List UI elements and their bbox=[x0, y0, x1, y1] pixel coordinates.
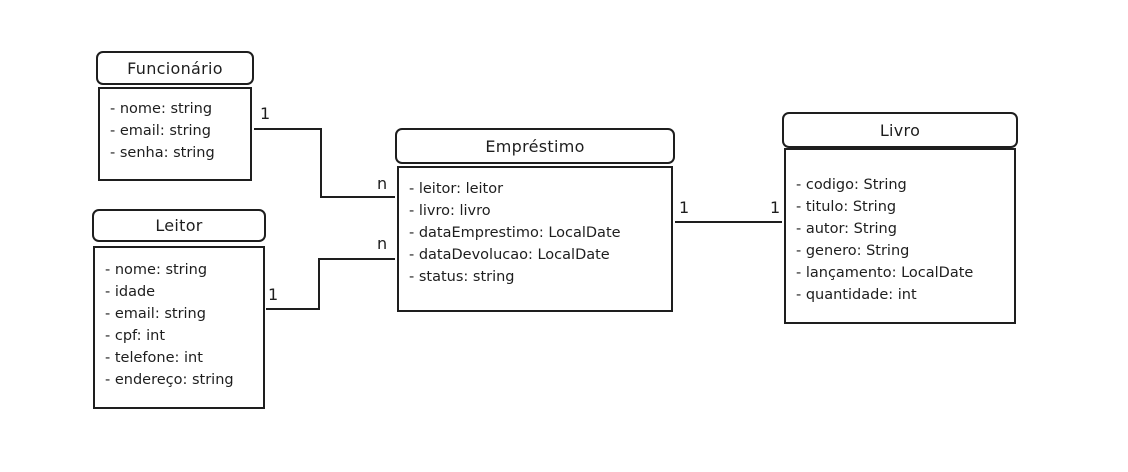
attribute: - dataEmprestimo: LocalDate bbox=[409, 225, 621, 241]
attribute: - codigo: String bbox=[796, 177, 907, 193]
multiplicity-emprestimo-livro: 1 bbox=[679, 198, 690, 217]
multiplicity-funcionario: 1 bbox=[260, 104, 271, 123]
attribute: - email: string bbox=[105, 306, 206, 322]
multiplicity-livro: 1 bbox=[770, 198, 781, 217]
class-emprestimo-header: Empréstimo bbox=[395, 128, 675, 164]
attribute: - endereço: string bbox=[105, 372, 234, 388]
class-funcionario-name: Funcionário bbox=[127, 58, 223, 78]
attribute: - quantidade: int bbox=[796, 287, 917, 303]
class-leitor-attributes: - nome: string - idade - email: string -… bbox=[93, 246, 265, 409]
class-leitor-header: Leitor bbox=[92, 209, 266, 242]
attribute: - email: string bbox=[110, 123, 211, 139]
multiplicity-leitor: 1 bbox=[268, 285, 279, 304]
multiplicity-emprestimo-leitor: n bbox=[377, 234, 388, 253]
attribute: - senha: string bbox=[110, 145, 215, 161]
attribute: - status: string bbox=[409, 269, 515, 285]
class-livro-name: Livro bbox=[879, 120, 921, 140]
attribute: - cpf: int bbox=[105, 328, 166, 344]
class-emprestimo[interactable]: Empréstimo - leitor: leitor - livro: liv… bbox=[395, 128, 675, 312]
class-livro[interactable]: Livro - codigo: String - titulo: String … bbox=[782, 112, 1018, 324]
class-funcionario-header: Funcionário bbox=[96, 51, 254, 85]
attribute: - telefone: int bbox=[105, 350, 203, 366]
class-emprestimo-name: Empréstimo bbox=[485, 136, 585, 156]
attribute: - titulo: String bbox=[796, 199, 897, 215]
class-leitor-name: Leitor bbox=[155, 216, 203, 235]
association-leitor-emprestimo bbox=[264, 258, 397, 310]
attribute: - lançamento: LocalDate bbox=[796, 265, 974, 281]
class-funcionario-attributes: - nome: string - email: string - senha: … bbox=[98, 87, 252, 181]
attribute: - leitor: leitor bbox=[409, 181, 504, 197]
attribute: - livro: livro bbox=[409, 203, 491, 219]
attribute: - idade bbox=[105, 284, 156, 300]
attribute: - nome: string bbox=[110, 101, 213, 117]
class-livro-header: Livro bbox=[782, 112, 1018, 148]
attribute: - nome: string bbox=[105, 262, 208, 278]
class-leitor[interactable]: Leitor - nome: string - idade - email: s… bbox=[92, 209, 266, 409]
association-funcionario-emprestimo bbox=[252, 128, 397, 198]
attribute: - dataDevolucao: LocalDate bbox=[409, 247, 610, 263]
attribute: - autor: String bbox=[796, 221, 897, 237]
attribute: - genero: String bbox=[796, 243, 910, 259]
multiplicity-emprestimo-funcionario: n bbox=[377, 174, 388, 193]
class-funcionario[interactable]: Funcionário - nome: string - email: stri… bbox=[96, 51, 254, 181]
class-emprestimo-attributes: - leitor: leitor - livro: livro - dataEm… bbox=[397, 166, 673, 312]
class-livro-attributes: - codigo: String - titulo: String - auto… bbox=[784, 148, 1016, 324]
